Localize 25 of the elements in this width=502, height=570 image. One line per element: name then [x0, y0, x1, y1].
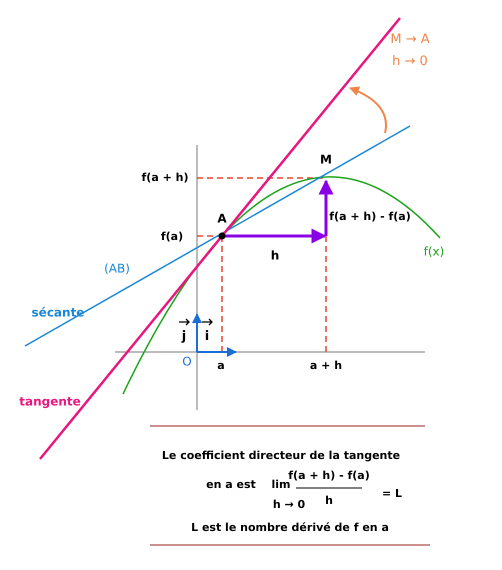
axis-label: f(a + h)	[142, 172, 188, 184]
curve-label: (AB)	[104, 262, 130, 276]
axis-label: a + h	[310, 360, 342, 372]
formula-text: h	[325, 494, 333, 508]
curve-label: f(x)	[424, 245, 444, 259]
increment-label: f(a + h) - f(a)	[329, 210, 411, 224]
point-label: A	[217, 212, 227, 226]
formula-text: lim	[272, 478, 290, 492]
vector-label: i	[204, 330, 210, 344]
limit-note: h → 0	[392, 54, 428, 70]
origin-label: O	[182, 355, 192, 369]
formula-text: en a est	[206, 478, 256, 492]
formula-text: = L	[382, 488, 402, 500]
formula-text: L est le nombre dérivé de f en a	[191, 522, 389, 534]
curve-label: tangente	[19, 395, 81, 409]
axis-label: a	[217, 360, 225, 372]
increment-label: h	[270, 249, 280, 263]
formula-text: h → 0	[272, 498, 306, 512]
curve-label: sécante	[32, 306, 84, 320]
limit-note: M → A	[390, 32, 430, 48]
formula-text: Le coefficient directeur de la tangente	[162, 450, 400, 462]
formula-text: f(a + h) - f(a)	[288, 470, 370, 482]
point-label: M	[320, 153, 332, 167]
axis-label: f(a)	[160, 230, 184, 244]
vector-label: j	[182, 330, 186, 344]
